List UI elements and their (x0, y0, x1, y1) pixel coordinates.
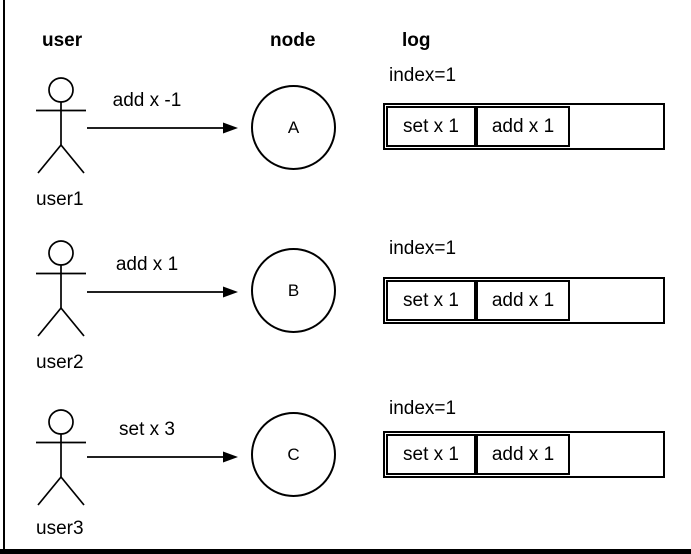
command-label: set x 3 (119, 419, 175, 440)
canvas-left-border (3, 0, 5, 554)
log-table: set x 1 add x 1 (383, 431, 665, 478)
user-stick-figure-icon (36, 77, 86, 174)
canvas-bottom-bar (0, 549, 691, 554)
log-cell: add x 1 (476, 280, 570, 321)
arrow-right-icon (87, 122, 238, 134)
node-circle: C (251, 412, 336, 497)
column-header-log: log (402, 30, 431, 51)
log-cell: add x 1 (476, 434, 570, 475)
log-cell-empty (570, 280, 664, 321)
log-index-label: index=1 (389, 398, 457, 419)
command-label: add x 1 (115, 254, 179, 275)
column-header-node: node (270, 30, 316, 51)
log-cell-empty (570, 434, 664, 475)
arrow-right-icon (87, 286, 238, 298)
column-header-user: user (42, 30, 83, 51)
log-table: set x 1 add x 1 (383, 277, 665, 324)
user-stick-figure-icon (36, 240, 86, 337)
node-label: B (287, 280, 300, 300)
log-cell: set x 1 (386, 106, 476, 147)
user-stick-figure-icon (36, 409, 86, 506)
log-index-label: index=1 (389, 65, 457, 86)
node-label: A (287, 117, 300, 137)
log-cell: add x 1 (476, 106, 570, 147)
log-table: set x 1 add x 1 (383, 103, 665, 150)
user-name-label: user2 (36, 352, 84, 373)
log-index-label: index=1 (389, 238, 457, 259)
node-label: C (287, 444, 300, 464)
arrow-right-icon (87, 451, 238, 463)
log-cell-empty (570, 106, 664, 147)
node-circle: B (251, 248, 336, 333)
log-cell: set x 1 (386, 280, 476, 321)
command-label: add x -1 (112, 90, 182, 111)
log-cell: set x 1 (386, 434, 476, 475)
user-name-label: user3 (36, 518, 84, 539)
user-name-label: user1 (36, 189, 84, 210)
node-circle: A (251, 85, 336, 170)
